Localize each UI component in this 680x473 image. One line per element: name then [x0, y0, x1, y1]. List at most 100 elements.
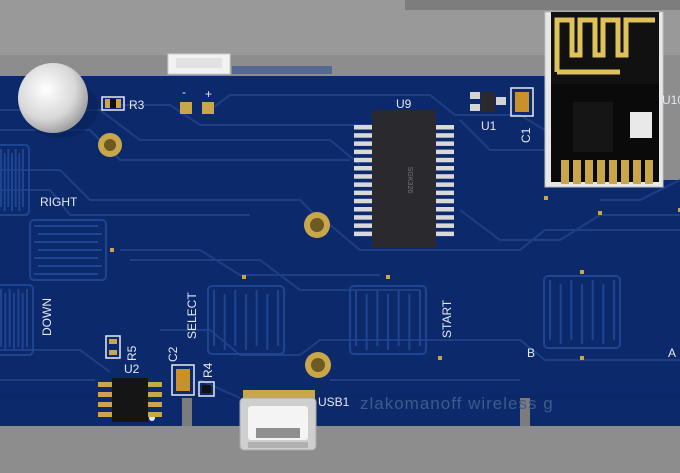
label-minus: - — [182, 85, 186, 99]
label-c1: C1 — [519, 127, 533, 143]
ic-pin — [354, 125, 372, 130]
resistor-r4 — [198, 381, 215, 397]
label-c2: C2 — [166, 346, 180, 362]
pcb-antenna-trace — [554, 17, 655, 72]
touch-pad — [349, 285, 427, 355]
wifi-module-crystal — [630, 112, 652, 138]
wifi-module-pads — [561, 160, 653, 184]
ic-pin — [436, 182, 454, 187]
label-select: SELECT — [185, 292, 199, 339]
ic-pin — [436, 174, 454, 179]
via — [242, 275, 246, 279]
ic-pin — [354, 215, 372, 220]
board-bottom-right — [530, 398, 680, 426]
module-pad — [561, 160, 569, 184]
mounting-hole-drill — [104, 139, 116, 151]
module-pad — [609, 160, 617, 184]
touch-button-pads — [0, 144, 680, 360]
label-u9: U9 — [396, 97, 412, 111]
ic-u9-body — [372, 110, 436, 248]
ic-pin — [148, 392, 162, 397]
touch-pad — [543, 275, 621, 349]
ic-pin — [98, 382, 112, 387]
ic-pin — [354, 182, 372, 187]
module-pad — [633, 160, 641, 184]
battery-pad-minus — [180, 102, 192, 114]
label-b: B — [527, 346, 535, 360]
ic-pin — [436, 166, 454, 171]
board-notch-left — [182, 398, 192, 426]
ic-pin — [354, 157, 372, 163]
ic-pin — [354, 174, 372, 179]
ic-u9-pins — [354, 125, 454, 237]
mounting-hole-drill — [311, 358, 325, 372]
ic-u9-marking: SGK326 — [406, 167, 413, 194]
ic-pin — [98, 412, 112, 417]
ic-pin — [354, 198, 372, 204]
ic-pin — [354, 231, 372, 237]
ic-pin — [354, 207, 372, 212]
via — [580, 270, 584, 274]
battery-pad-plus — [202, 102, 214, 114]
module-pad — [621, 160, 629, 184]
label-r3: R3 — [129, 98, 145, 112]
label-down: DOWN — [40, 298, 54, 336]
label-a: A — [668, 346, 676, 360]
wifi-module-chip — [573, 102, 613, 152]
label-u2: U2 — [124, 362, 140, 376]
via — [386, 275, 390, 279]
ic-pin — [436, 223, 454, 228]
ic-pin — [98, 402, 112, 407]
ic-pin — [98, 392, 112, 397]
label-u1: U1 — [481, 119, 497, 133]
ic-pin — [148, 402, 162, 407]
resistor-r3 — [101, 96, 125, 111]
label-u10: U10 — [662, 93, 680, 107]
capacitor-c1 — [510, 87, 534, 117]
module-pad — [597, 160, 605, 184]
touch-pad — [0, 284, 34, 356]
ic-pin — [148, 382, 162, 387]
mounting-hole-drill — [310, 218, 324, 232]
label-right: RIGHT — [40, 195, 78, 209]
usb-connector — [239, 390, 317, 451]
via — [580, 356, 584, 360]
battery-connector-inner — [176, 58, 222, 68]
touch-pad — [0, 144, 30, 216]
ic-pin — [436, 133, 454, 138]
via — [110, 248, 114, 252]
label-start: START — [440, 299, 454, 338]
via — [598, 211, 602, 215]
module-pad — [645, 160, 653, 184]
ic-pin — [354, 190, 372, 196]
touch-pad — [29, 219, 107, 281]
ic-pin — [354, 133, 372, 138]
pcb-board — [0, 76, 680, 420]
board-branding-text: zlakomanoff wireless g — [360, 394, 554, 413]
ic-u2-pins — [98, 382, 162, 417]
ic-pin — [148, 412, 162, 417]
label-r4: R4 — [201, 362, 215, 378]
label-plus: + — [205, 87, 212, 101]
touch-pad — [207, 285, 285, 355]
ic-pin — [436, 215, 454, 220]
resistor-r5 — [105, 335, 121, 359]
ic-pin — [436, 190, 454, 196]
mounting-holes — [98, 133, 331, 378]
regulator-u1 — [470, 92, 506, 112]
module-pad — [573, 160, 581, 184]
enclosure-edge — [405, 0, 680, 10]
ic-pin — [354, 149, 372, 155]
label-usb1: USB1 — [318, 395, 350, 409]
ic-pin — [436, 207, 454, 212]
ic-pin — [436, 231, 454, 237]
capacitor-c2 — [171, 364, 195, 396]
ic-pin — [436, 198, 454, 204]
ic-pin — [436, 157, 454, 163]
via — [678, 208, 680, 212]
ic-pin — [436, 125, 454, 130]
ic-pin — [436, 141, 454, 146]
connector-shadow — [232, 66, 332, 74]
